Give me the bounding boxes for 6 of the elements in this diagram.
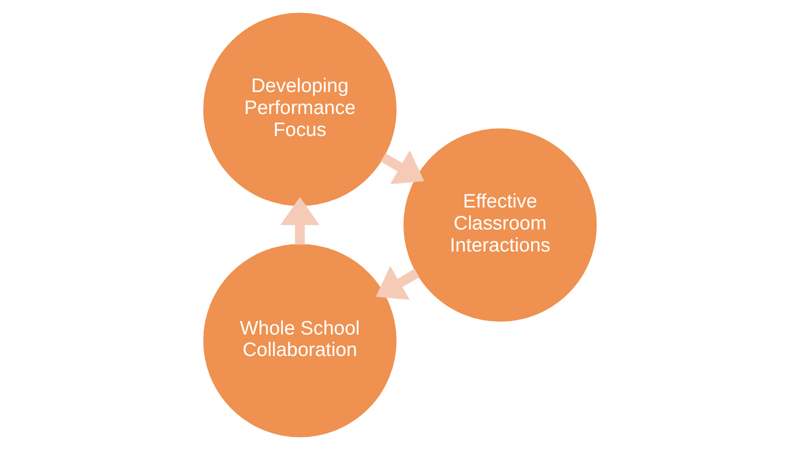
- node-circle: Developing Performance Focus: [203, 12, 397, 206]
- node-circle: Whole School Collaboration: [203, 244, 397, 438]
- arrow: [380, 150, 424, 184]
- arrow: [376, 266, 420, 300]
- arrow: [280, 197, 320, 245]
- node-circle: Effective Classroom Interactions: [403, 128, 597, 322]
